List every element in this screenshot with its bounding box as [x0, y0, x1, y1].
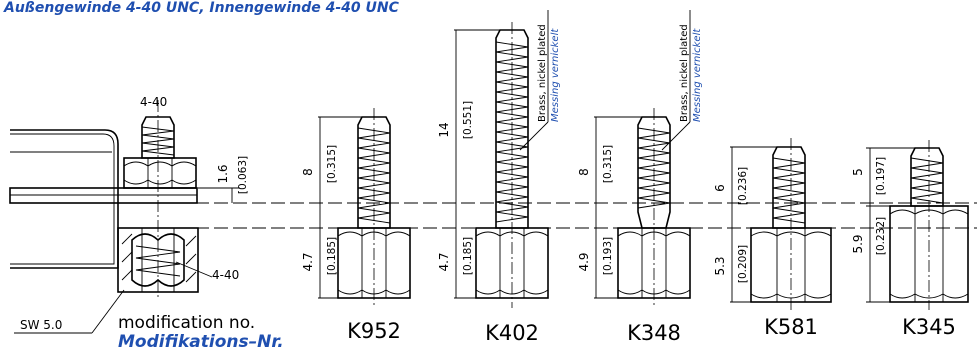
panel-bracket — [10, 129, 119, 269]
part-k345-lower-in: [0.232] — [875, 217, 887, 255]
part-k581-upper-mm: 6 — [713, 184, 727, 192]
part-k402-lower-in: [0.185] — [462, 237, 474, 275]
part-k402-lower-mm: 4.7 — [437, 252, 451, 271]
part-k581-lower-in: [0.209] — [737, 245, 749, 283]
part-k581-lower-mm: 5.3 — [713, 256, 727, 275]
part-k348-material-en: Brass, nickel plated — [679, 24, 690, 122]
mounting-plate — [9, 187, 198, 204]
part-k348-lower-mm: 4.9 — [577, 252, 591, 271]
part-k345-upper-in: [0.197] — [875, 157, 887, 195]
part-k402-label: K402 — [485, 321, 539, 345]
part-k952-upper-in: [0.315] — [326, 145, 338, 183]
part-k581-label: K581 — [764, 315, 818, 339]
assembly-view: 4-40 4-40 SW 5.0 1.6 [0.063] — [9, 95, 249, 334]
modification-label-en: modification no. — [118, 313, 255, 333]
part-k952-upper-mm: 8 — [301, 168, 315, 176]
part-k348-material-de: Messing vernickelt — [692, 28, 703, 122]
part-k348-label: K348 — [627, 321, 681, 345]
modification-label-de: Modifikations–Nr. — [118, 332, 284, 351]
inner-thread-leader — [175, 261, 213, 278]
part-k952-lower-mm: 4.7 — [301, 252, 315, 271]
header-caption: Außengewinde 4-40 UNC, Innengewinde 4-40… — [3, 0, 400, 16]
part-k348: 8 [0.315] 4.9 [0.193] K348 Brass, nickel… — [577, 10, 703, 345]
part-k348-material-leader — [661, 121, 691, 151]
part-k402: 14 [0.551] 4.7 [0.185] K402 Brass, nicke… — [437, 10, 561, 345]
washer-dimension-in: [0.063] — [237, 156, 249, 194]
part-k402-material-de: Messing vernickelt — [550, 28, 561, 122]
thread-label-inner: 4-40 — [212, 268, 239, 282]
part-k402-upper-mm: 14 — [437, 122, 451, 137]
washer-dimension-mm: 1.6 — [216, 164, 230, 183]
part-k581: 6 [0.236] 5.3 [0.209] K581 — [713, 138, 832, 339]
part-k345-lower-mm: 5.9 — [851, 234, 865, 253]
part-k345-upper-mm: 5 — [851, 168, 865, 176]
part-k345-thread — [910, 147, 944, 207]
part-k348-lower-in: [0.193] — [602, 237, 614, 275]
part-k345: 5 [0.197] 5.9 [0.232] K345 — [851, 140, 969, 339]
part-k581-thread — [772, 146, 806, 229]
part-k345-label: K345 — [902, 315, 956, 339]
part-k348-upper-mm: 8 — [577, 168, 591, 176]
part-k581-upper-in: [0.236] — [737, 167, 749, 205]
part-k402-upper-in: [0.551] — [462, 101, 474, 139]
thread-label-top: 4-40 — [140, 95, 167, 109]
part-k952-label: K952 — [347, 319, 401, 343]
wrench-size-label: SW 5.0 — [20, 318, 62, 332]
part-k952-lower-in: [0.185] — [326, 237, 338, 275]
wrench-size-leader — [91, 289, 125, 334]
part-k952: 8 [0.315] 4.7 [0.185] K952 — [301, 108, 411, 343]
part-k348-upper-in: [0.315] — [602, 145, 614, 183]
assembly-nut — [123, 157, 197, 189]
part-k402-material-leader — [519, 121, 549, 151]
part-k402-material-en: Brass, nickel plated — [537, 24, 548, 122]
